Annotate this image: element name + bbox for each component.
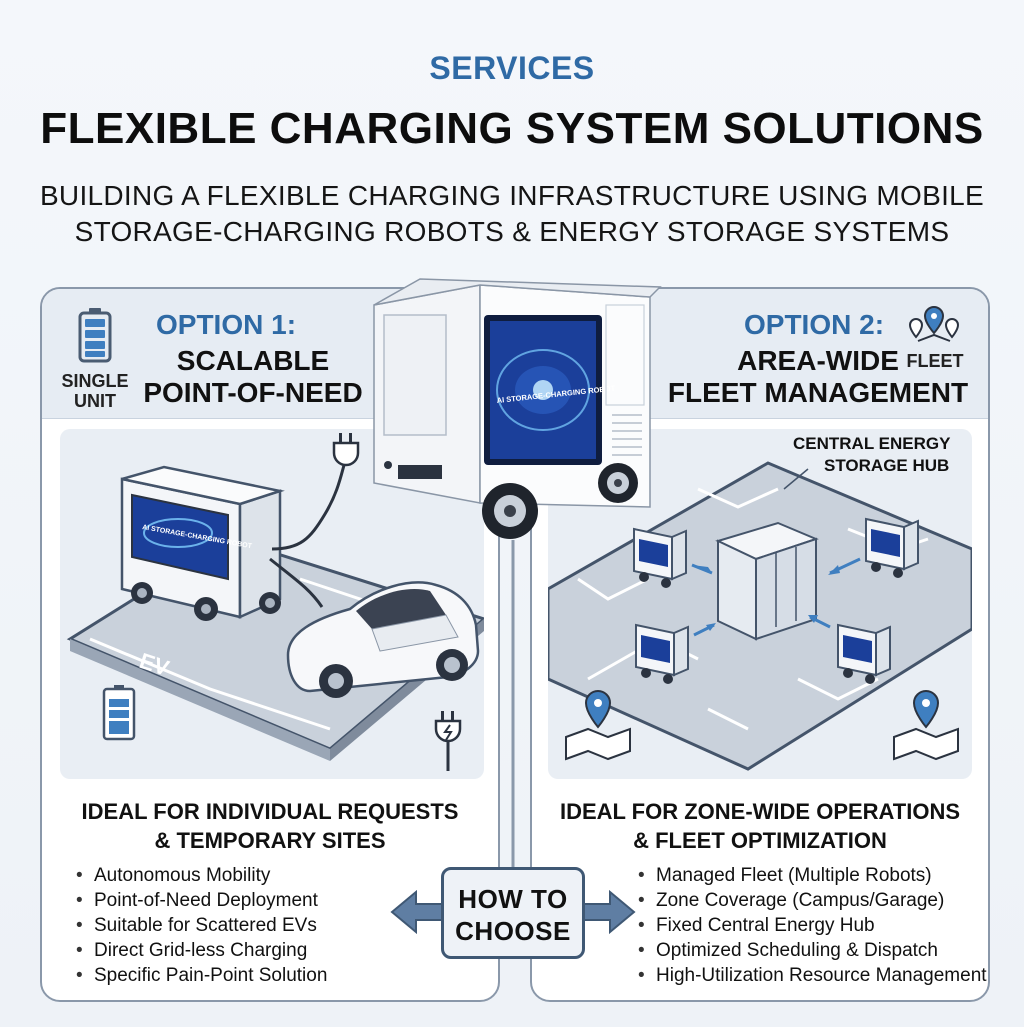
fleet-robot — [837, 623, 891, 684]
page-subtitle: BUILDING A FLEXIBLE CHARGING INFRASTRUCT… — [0, 178, 1024, 250]
single-unit-label-line-1: SINGLE — [61, 371, 129, 391]
hub-label-line-1: CENTRAL ENERGY — [793, 434, 951, 453]
robot-vents — [612, 414, 642, 456]
list-item: Point-of-Need Deployment — [76, 888, 327, 913]
battery-level-icon — [102, 685, 136, 741]
option-1-ideal-line-2: & TEMPORARY SITES — [154, 828, 386, 853]
single-unit-label-line-2: UNIT — [74, 391, 116, 411]
fleet-robot — [865, 517, 919, 578]
page-title: FLEXIBLE CHARGING SYSTEM SOLUTIONS — [40, 104, 984, 153]
map-pin-icon — [565, 689, 631, 761]
option-2-name-line-2: FLEET MANAGEMENT — [667, 377, 969, 408]
option-1-ideal: IDEAL FOR INDIVIDUAL REQUESTS & TEMPORAR… — [42, 797, 498, 855]
option-2-bullets: Managed Fleet (Multiple Robots) Zone Cov… — [638, 863, 987, 988]
list-item: Autonomous Mobility — [76, 863, 327, 888]
fleet-illustration: CENTRAL ENERGY STORAGE HUB — [546, 434, 974, 771]
list-item: Specific Pain-Point Solution — [76, 963, 327, 988]
list-item: High-Utilization Resource Management — [638, 963, 987, 988]
option-1-bullets: Autonomous Mobility Point-of-Need Deploy… — [76, 863, 327, 988]
plug-outlet-icon — [434, 711, 462, 771]
parking-lot-edge — [70, 639, 330, 761]
option-1-name-line-1: SCALABLE — [176, 345, 330, 376]
fleet-robot — [633, 527, 687, 588]
option-1-name: SCALABLE POINT-OF-NEED — [138, 345, 368, 409]
option-1-ideal-line-1: IDEAL FOR INDIVIDUAL REQUESTS — [81, 799, 459, 824]
option-2-label: OPTION 2: — [744, 309, 885, 340]
fleet-robot — [635, 623, 689, 684]
arrow-left-icon — [390, 890, 443, 934]
list-item: Zone Coverage (Campus/Garage) — [638, 888, 987, 913]
center-divider — [511, 540, 515, 870]
subtitle-line-1: BUILDING A FLEXIBLE CHARGING INFRASTRUCT… — [39, 180, 985, 211]
how-to-choose-line-1: HOW TO — [458, 884, 568, 914]
option-2-ideal-line-2: & FLEET OPTIMIZATION — [633, 828, 887, 853]
fleet-pins-icon — [908, 305, 960, 342]
option-1-name-line-2: POINT-OF-NEED — [143, 377, 363, 408]
single-unit-label: SINGLE UNIT — [54, 371, 136, 411]
list-item: Direct Grid-less Charging — [76, 938, 327, 963]
central-hub — [715, 521, 819, 641]
section-eyebrow: SERVICES — [429, 50, 595, 86]
arrow-right-icon — [583, 890, 636, 934]
plug-icon — [332, 433, 360, 467]
option-2-ideal: IDEAL FOR ZONE-WIDE OPERATIONS & FLEET O… — [532, 797, 988, 855]
list-item: Managed Fleet (Multiple Robots) — [638, 863, 987, 888]
list-item: Optimized Scheduling & Dispatch — [638, 938, 987, 963]
center-robot-illustration: AI STORAGE-CHARGING ROBOT — [373, 278, 662, 539]
map-pin-icon — [893, 689, 959, 761]
option-1-label: OPTION 1: — [156, 309, 297, 340]
option-2-name-line-1: AREA-WIDE — [737, 345, 899, 376]
battery-icon — [78, 308, 112, 363]
robot-wheel — [598, 463, 638, 503]
subtitle-line-2: STORAGE-CHARGING ROBOTS & ENERGY STORAGE… — [74, 216, 950, 247]
option-2-ideal-line-1: IDEAL FOR ZONE-WIDE OPERATIONS — [559, 799, 961, 824]
how-to-choose-box: HOW TO CHOOSE — [441, 867, 585, 959]
list-item: Fixed Central Energy Hub — [638, 913, 987, 938]
dispatch-arrows — [691, 557, 861, 637]
hub-label-line-2: STORAGE HUB — [824, 456, 949, 475]
fleet-label: FLEET — [906, 351, 964, 371]
how-to-choose-line-2: CHOOSE — [455, 916, 571, 946]
robot-screen — [131, 493, 229, 581]
option-2-panel: OPTION 2: AREA-WIDE FLEET MANAGEMENT FLE… — [530, 287, 990, 1002]
single-unit-scene: EV AI STORAGE-CHARGING ROBOT — [60, 429, 488, 779]
list-item: Suitable for Scattered EVs — [76, 913, 327, 938]
robot-wheel — [482, 483, 538, 539]
single-unit-illustration: EV AI STORAGE-CHARGING ROBOT — [66, 433, 488, 771]
option-2-name: AREA-WIDE FLEET MANAGEMENT — [658, 345, 978, 409]
